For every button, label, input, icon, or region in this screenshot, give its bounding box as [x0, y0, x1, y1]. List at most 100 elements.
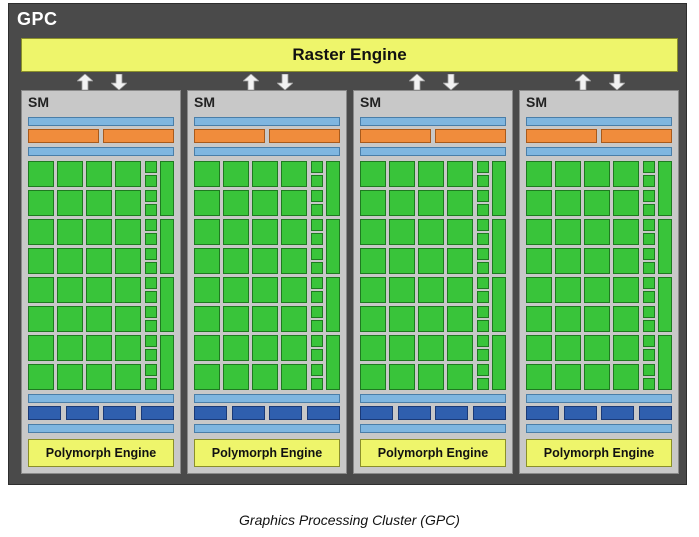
core-cell	[360, 190, 386, 216]
core-cell	[584, 161, 610, 187]
core-cell	[281, 335, 307, 361]
gpc-title: GPC	[17, 9, 58, 29]
core-cell	[28, 277, 54, 303]
light-blue-bar	[360, 147, 506, 156]
core-cell	[418, 219, 444, 245]
core-cell	[389, 306, 415, 332]
ldst-cell	[477, 320, 489, 332]
ldst-cell	[477, 204, 489, 216]
ldst-cell	[145, 378, 157, 390]
ldst-cell	[145, 175, 157, 187]
core-cell	[584, 219, 610, 245]
ldst-cell	[311, 277, 323, 289]
light-blue-bar	[28, 117, 174, 126]
ldst-cell	[311, 219, 323, 231]
core-cell	[223, 219, 249, 245]
figure-caption: Graphics Processing Cluster (GPC)	[239, 512, 460, 528]
core-cell	[115, 248, 141, 274]
ldst-cell	[643, 204, 655, 216]
arrow-down-icon	[111, 74, 127, 90]
ldst-cell	[643, 320, 655, 332]
dark-blue-block	[360, 406, 393, 420]
dark-blue-block	[435, 406, 469, 420]
core-cell	[447, 161, 473, 187]
ldst-cell	[477, 161, 489, 173]
core-cell	[613, 248, 639, 274]
ldst-cell	[477, 335, 489, 347]
core-cell	[447, 248, 473, 274]
core-cell	[389, 190, 415, 216]
core-cell	[252, 161, 278, 187]
core-cell	[115, 335, 141, 361]
core-cell	[86, 190, 112, 216]
core-cell	[115, 364, 141, 390]
core-cell	[584, 277, 610, 303]
ldst-cell	[643, 364, 655, 376]
core-cell	[418, 277, 444, 303]
core-cell	[28, 161, 54, 187]
ldst-cell	[477, 248, 489, 260]
orange-bar	[269, 129, 340, 143]
core-cell	[223, 335, 249, 361]
light-blue-bar	[360, 394, 506, 403]
core-cell	[584, 306, 610, 332]
core-cell	[447, 306, 473, 332]
arrow-up-icon	[243, 74, 259, 90]
ldst-cell	[643, 277, 655, 289]
core-cell	[613, 161, 639, 187]
sfu-cell	[326, 219, 340, 274]
orange-bar	[194, 129, 265, 143]
ldst-cell	[311, 320, 323, 332]
sfu-cell	[492, 277, 506, 332]
core-cell	[418, 364, 444, 390]
ldst-cell	[477, 378, 489, 390]
ldst-cell	[643, 306, 655, 318]
sfu-cell	[326, 161, 340, 216]
core-cell	[194, 306, 220, 332]
dark-blue-block	[28, 406, 61, 420]
sm-label: SM	[526, 94, 547, 110]
ldst-cell	[643, 349, 655, 361]
ldst-cell	[477, 306, 489, 318]
core-cell	[447, 335, 473, 361]
light-blue-bar	[526, 424, 672, 433]
light-blue-bar	[194, 147, 340, 156]
orange-bar	[601, 129, 672, 143]
light-blue-bar	[360, 424, 506, 433]
ldst-cell	[311, 306, 323, 318]
core-cell	[28, 335, 54, 361]
core-cell	[447, 364, 473, 390]
dark-blue-block	[141, 406, 175, 420]
core-cell	[86, 277, 112, 303]
ldst-cell	[311, 204, 323, 216]
light-blue-bar	[28, 424, 174, 433]
core-cell	[223, 248, 249, 274]
core-cell	[57, 219, 83, 245]
core-cell	[28, 190, 54, 216]
arrow-down-icon	[277, 74, 293, 90]
core-cell	[360, 248, 386, 274]
core-cell	[28, 306, 54, 332]
core-cell	[613, 219, 639, 245]
core-cell	[584, 248, 610, 274]
core-cell	[57, 277, 83, 303]
core-cell	[389, 335, 415, 361]
core-cell	[555, 306, 581, 332]
polymorph-engine-label: Polymorph Engine	[377, 446, 489, 460]
sfu-cell	[658, 335, 672, 390]
light-blue-bar	[194, 394, 340, 403]
dark-blue-block	[103, 406, 137, 420]
core-cell	[223, 190, 249, 216]
core-cell	[57, 248, 83, 274]
orange-bar	[28, 129, 99, 143]
core-cell	[447, 219, 473, 245]
dark-blue-block	[526, 406, 559, 420]
polymorph-engine-label: Polymorph Engine	[45, 446, 157, 460]
gpc-block: GPC Raster Engine SM Polymorph Engine SM…	[8, 3, 687, 485]
polymorph-engine: Polymorph Engine	[194, 439, 340, 467]
dark-blue-block	[269, 406, 303, 420]
core-cell	[555, 335, 581, 361]
core-cell	[194, 277, 220, 303]
sm-label: SM	[28, 94, 49, 110]
core-cell	[57, 306, 83, 332]
